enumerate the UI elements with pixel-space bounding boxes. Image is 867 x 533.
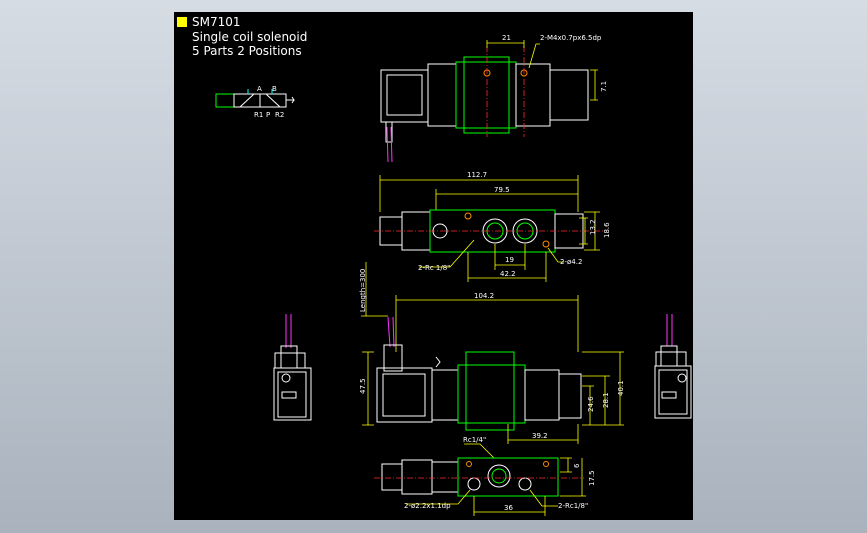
port-b-label: B — [272, 85, 277, 93]
dim-17-5: 17.5 — [588, 470, 596, 486]
dim-6: 6 — [573, 463, 581, 468]
dim-7-1: 7.1 — [600, 81, 608, 92]
port-a-label: A — [257, 85, 262, 93]
port-p-label: P — [266, 111, 270, 119]
dim-42-2: 42.2 — [500, 270, 516, 278]
hole-2-2-note: 2-ø2.2x1.1dp — [404, 502, 451, 510]
model-number: SM7101 — [192, 15, 241, 29]
dim-13-2: 13.2 — [589, 219, 597, 235]
description-line-2: 5 Parts 2 Positions — [192, 44, 302, 58]
dim-36: 36 — [504, 504, 513, 512]
front-view: Length=300 104.2 47.5 24.6 28.1 40.1 39.… — [359, 262, 625, 444]
right-side-view — [654, 314, 692, 419]
top-view: 21 2-M4x0.7px6.5dp 7.1 — [380, 34, 608, 163]
title-marker-icon — [177, 17, 187, 27]
rc-1-4-note: Rc1/4" — [463, 436, 486, 444]
dim-79-5: 79.5 — [494, 186, 510, 194]
dim-21: 21 — [502, 34, 511, 42]
bottom-view: Rc1/4" 6 17.5 2-ø2.2x1.1dp 36 2-Rc1/8" — [374, 436, 596, 516]
dim-18-6: 18.6 — [603, 222, 611, 238]
thread-note: 2-M4x0.7px6.5dp — [540, 34, 602, 42]
valve-symbol: A B R1 P R2 — [215, 85, 295, 119]
drawing-sheet: SM7101 Single coil solenoid 5 Parts 2 Po… — [174, 12, 693, 520]
plan-view: 112.7 79.5 18.6 13.2 19 42.2 2-Rc 1/8" 2… — [374, 171, 611, 282]
dim-39-2: 39.2 — [532, 432, 548, 440]
rc-1-8-note-b: 2-Rc1/8" — [558, 502, 588, 510]
rc-1-8-note: 2-Rc 1/8" — [418, 264, 450, 272]
dim-112-7: 112.7 — [467, 171, 487, 179]
dim-40-1: 40.1 — [617, 380, 625, 396]
description-line-1: Single coil solenoid — [192, 30, 307, 44]
port-r2-label: R2 — [275, 111, 284, 119]
hole-4-2-note: 2-ø4.2 — [560, 258, 582, 266]
dim-length-300: Length=300 — [359, 269, 367, 312]
dim-28-1: 28.1 — [602, 392, 610, 408]
left-side-view — [273, 314, 312, 421]
dim-47-5: 47.5 — [359, 378, 367, 394]
dim-24-6: 24.6 — [587, 396, 595, 412]
cad-drawing: SM7101 Single coil solenoid 5 Parts 2 Po… — [177, 15, 692, 516]
dim-104-2: 104.2 — [474, 292, 494, 300]
dim-19: 19 — [505, 256, 514, 264]
port-r1-label: R1 — [254, 111, 263, 119]
